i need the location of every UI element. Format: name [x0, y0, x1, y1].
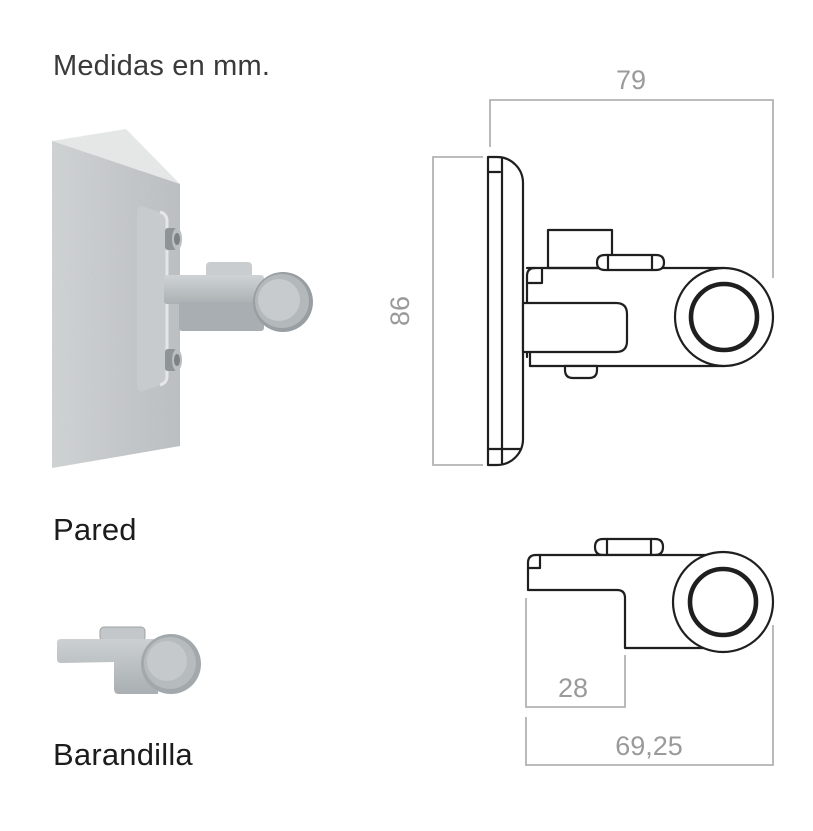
arm-upper — [164, 275, 264, 304]
screw-top — [165, 228, 182, 250]
dimension-length-69-25: 69,25 — [525, 625, 774, 766]
railing-tab — [99, 626, 146, 642]
railing-bracket-render — [57, 626, 201, 694]
pin-tab — [595, 253, 666, 272]
top-view-tab — [593, 537, 665, 557]
top-view-chamfer — [526, 553, 542, 570]
arm-left-edge — [525, 266, 537, 359]
arm-tab — [206, 262, 252, 278]
dimension-depth-28: 28 — [525, 598, 626, 708]
mounting-plate — [137, 206, 167, 392]
dimension-height-value: 86 — [385, 296, 415, 326]
dimension-width-value: 79 — [616, 65, 646, 95]
wall-mount-render — [52, 129, 313, 468]
railing-disc — [141, 634, 201, 694]
side-view-drawing: 79 86 — [385, 65, 775, 467]
page-title: Medidas en mm. — [53, 50, 271, 82]
arm-chamfer — [525, 266, 544, 285]
plate-outline — [486, 155, 525, 467]
arm-lower — [179, 302, 264, 331]
ring-inner — [688, 281, 760, 353]
railing-body — [57, 639, 159, 694]
dimension-depth-value: 28 — [558, 673, 588, 703]
wall-figure-label: Pared — [53, 512, 137, 547]
dimension-length-value: 69,25 — [615, 731, 683, 761]
bottom-nub — [563, 364, 599, 380]
rail-holder-disc — [253, 272, 313, 332]
dimension-height-86: 86 — [385, 156, 483, 466]
screw-bottom — [165, 349, 182, 371]
top-view-ring-outer — [671, 550, 775, 654]
dimension-width-79: 79 — [489, 65, 774, 278]
top-view-drawing: 28 69,25 — [525, 537, 775, 766]
top-view-ring-inner — [687, 566, 759, 638]
railing-figure-label: Barandilla — [53, 737, 193, 772]
arm-lower-block — [521, 301, 629, 354]
top-view-body — [526, 553, 725, 650]
